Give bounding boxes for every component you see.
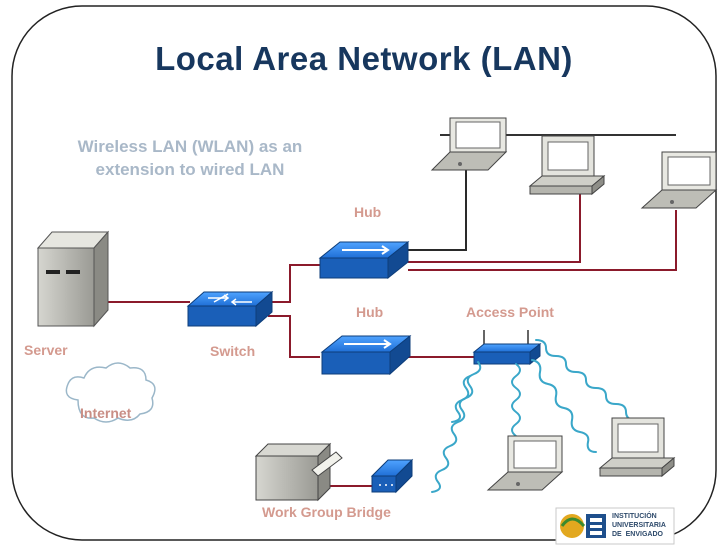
wireless-to-laptop-bottom (511, 363, 521, 447)
printer-icon (254, 442, 343, 502)
desktop-icon-1 (528, 135, 606, 196)
desktop-icon-2 (598, 417, 676, 478)
logo-line-1: INSTITUCIÓN (612, 513, 657, 520)
slide-border (11, 5, 717, 541)
page-title: Local Area Network (LAN) (155, 40, 573, 77)
subtitle: Wireless LAN (WLAN) as an extension to w… (77, 137, 303, 179)
label-server: Server (24, 342, 68, 358)
link-switch-hub-bottom (268, 315, 320, 358)
label-switch: Switch (210, 343, 256, 359)
label-access-point: Access Point (466, 304, 554, 320)
hub-icon-top (318, 240, 410, 280)
label-hub-bottom: Hub (356, 304, 384, 320)
link-hub-laptop1 (408, 170, 467, 251)
wireless-to-desktop-bottom (531, 359, 597, 453)
bridge-icon (370, 458, 414, 494)
link-hub-desktop1 (408, 188, 581, 263)
laptop-icon-1 (430, 117, 508, 171)
switch-icon (186, 290, 274, 328)
cloud-icon (65, 362, 156, 423)
label-hub-top: Hub (354, 204, 382, 220)
link-switch-hub-top (268, 264, 320, 303)
logo-text: INSTITUCIÓN UNIVERSITARIA DE ENVIGADO (612, 512, 666, 539)
link-hub-laptop2 (408, 210, 677, 271)
logo-line-3: DE ENVIGADO (612, 531, 663, 538)
hub-icon-bottom (320, 334, 412, 376)
access-point-icon (472, 330, 542, 366)
laptop-icon-2 (640, 151, 718, 209)
server-icon (36, 230, 110, 328)
hub-links (408, 170, 467, 251)
wired-links (108, 188, 677, 487)
wireless-to-bridge (431, 361, 482, 493)
wireless-links (431, 339, 637, 493)
logo-icon (555, 507, 675, 545)
wireless-arc-1 (535, 339, 637, 421)
logo-line-2: UNIVERSITARIA (612, 522, 666, 529)
laptop-icon-3 (486, 435, 564, 491)
wireless-arc-2 (451, 375, 471, 423)
label-internet: Internet (80, 405, 132, 421)
label-work-group-bridge: Work Group Bridge (262, 504, 391, 520)
